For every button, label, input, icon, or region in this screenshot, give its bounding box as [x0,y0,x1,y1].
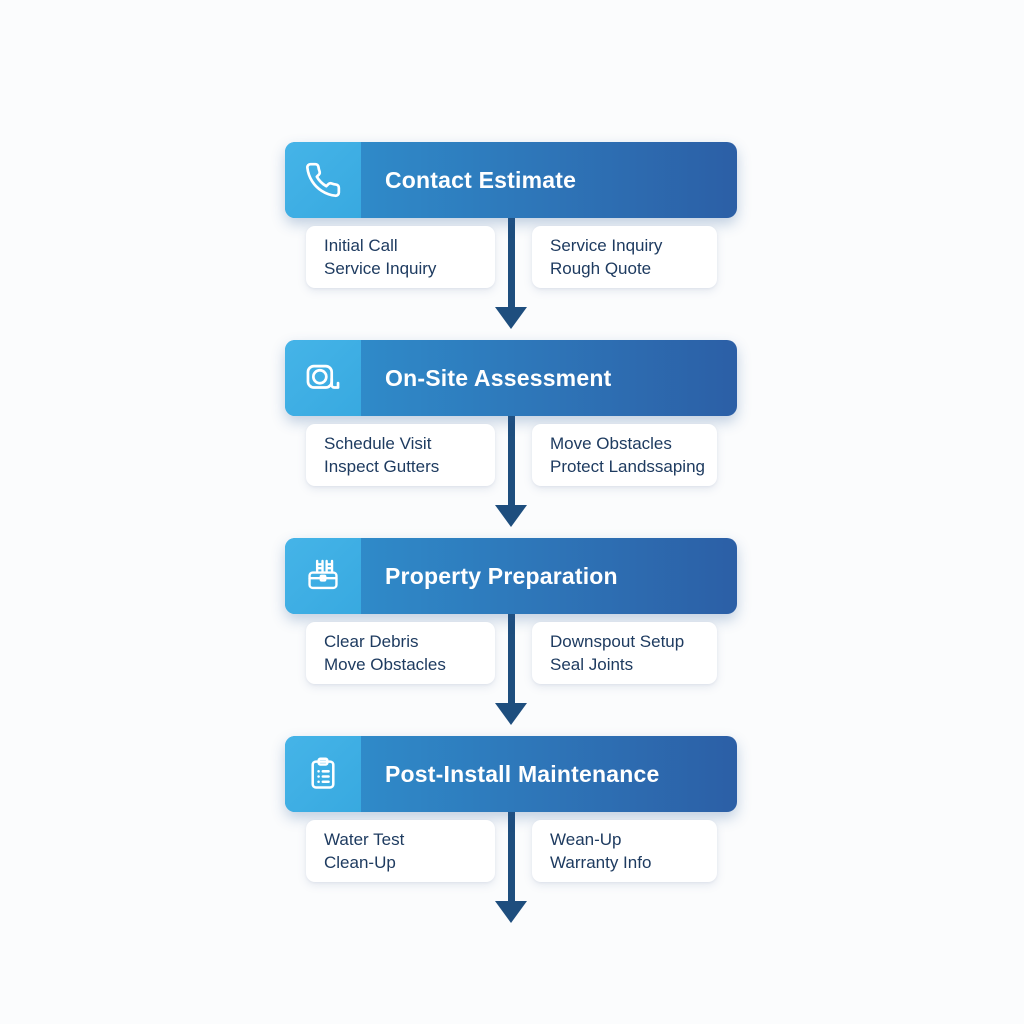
detail-card: Schedule Visit Inspect Gutters [306,424,495,486]
card-line: Wean-Up [550,830,622,849]
card-line: Warranty Info [550,853,652,872]
stage-title: Contact Estimate [385,166,577,193]
stage-cards: Clear Debris Move Obstacles Downspout Se… [285,622,737,684]
detail-card: Service Inquiry Rough Quote [532,226,717,288]
down-arrow-final [495,812,527,923]
card-line: Service Inquiry [550,236,663,255]
stage-title: Post-Install Maintenance [385,760,660,787]
card-line: Clean-Up [324,853,396,872]
card-line: Downspout Setup [550,632,685,651]
phone-icon [285,142,361,218]
flow-column: Contact Estimate Initial Call Service In… [285,142,737,936]
detail-card: Downspout Setup Seal Joints [532,622,717,684]
card-line: Schedule Visit [324,434,432,453]
stage-header: Property Preparation [285,538,737,614]
stage-cards: Schedule Visit Inspect Gutters Move Obst… [285,424,737,486]
detail-card: Water Test Clean-Up [306,820,495,882]
stage-header: On-Site Assessment [285,340,737,416]
card-line: Initial Call [324,236,398,255]
card-line: Inspect Gutters [324,457,440,476]
detail-card: Clear Debris Move Obstacles [306,622,495,684]
stage-title: On-Site Assessment [385,364,612,391]
card-line: Clear Debris [324,632,419,651]
stage-cards: Initial Call Service Inquiry Service Inq… [285,226,737,288]
clipboard-checklist-icon [285,736,361,812]
card-line: Protect Landssaping [550,457,705,476]
stage-header: Contact Estimate [285,142,737,218]
stage-onsite-assessment: On-Site Assessment Schedule Visit Inspec… [285,340,737,538]
detail-card: Move Obstacles Protect Landssaping [532,424,717,486]
stage-post-install-maintenance: Post-Install Maintenance Water Test Clea… [285,736,737,936]
toolbox-ladder-icon [285,538,361,614]
stage-header: Post-Install Maintenance [285,736,737,812]
card-line: Move Obstacles [324,655,446,674]
card-line: Move Obstacles [550,434,672,453]
tape-measure-icon [285,340,361,416]
card-line: Water Test [324,830,405,849]
stage-cards: Water Test Clean-Up Wean-Up Warranty Inf… [285,820,737,882]
card-line: Seal Joints [550,655,634,674]
stage-property-preparation: Property Preparation Clear Debris Move O… [285,538,737,736]
stage-contact-estimate: Contact Estimate Initial Call Service In… [285,142,737,340]
down-arrow [495,416,527,527]
card-line: Service Inquiry [324,259,437,278]
detail-card: Wean-Up Warranty Info [532,820,717,882]
card-line: Rough Quote [550,259,652,278]
detail-card: Initial Call Service Inquiry [306,226,495,288]
down-arrow [495,614,527,725]
stage-title: Property Preparation [385,562,618,589]
down-arrow [495,218,527,329]
